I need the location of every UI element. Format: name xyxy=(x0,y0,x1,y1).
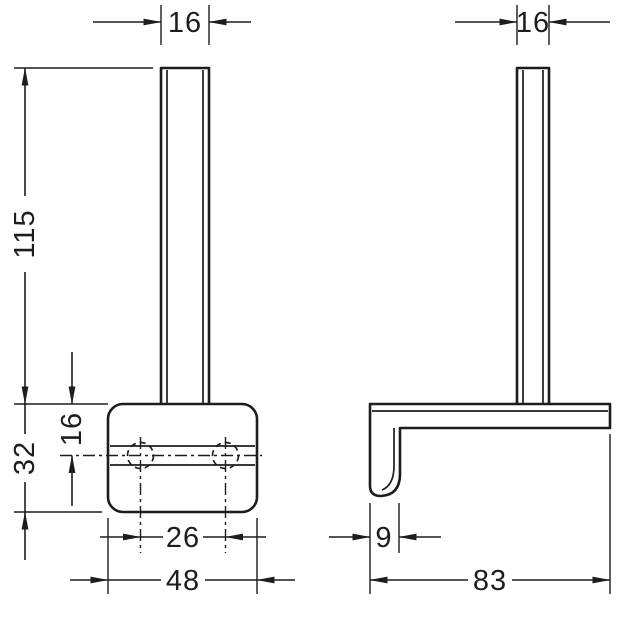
front-bar-outline xyxy=(159,66,211,404)
side-bar-outline xyxy=(515,66,551,404)
dim-label-front-height: 115 xyxy=(9,209,41,258)
side-arm-outline xyxy=(368,402,612,498)
front-body-outline xyxy=(106,402,259,514)
front-view xyxy=(60,66,262,553)
dim-front-height: 115 xyxy=(9,67,153,405)
side-view xyxy=(368,66,612,498)
dim-front-hole-spacing: 26 xyxy=(100,522,266,554)
dim-front-hole-offset: 16 xyxy=(56,352,88,506)
dim-label-front-body-height: 32 xyxy=(9,441,41,475)
dim-front-body-height: 32 xyxy=(9,404,102,560)
dim-label-side-hook-depth: 9 xyxy=(375,522,392,554)
dim-label-front-hole-offset: 16 xyxy=(56,412,88,446)
dim-front-body-width: 48 xyxy=(70,518,295,597)
dim-side-depth: 83 xyxy=(369,434,611,597)
dim-label-front-bar-width: 16 xyxy=(168,7,202,39)
side-hook-inner-edge xyxy=(381,428,395,491)
dim-label-side-depth: 83 xyxy=(473,565,507,597)
dim-label-front-hole-spacing: 26 xyxy=(166,522,200,554)
dim-side-hook-depth: 9 xyxy=(329,503,441,554)
dim-front-bar-width: 16 xyxy=(93,5,251,45)
dim-side-bar-width: 16 xyxy=(455,5,610,45)
dim-label-front-body-width: 48 xyxy=(166,565,200,597)
dim-label-side-bar-width: 16 xyxy=(516,7,550,39)
